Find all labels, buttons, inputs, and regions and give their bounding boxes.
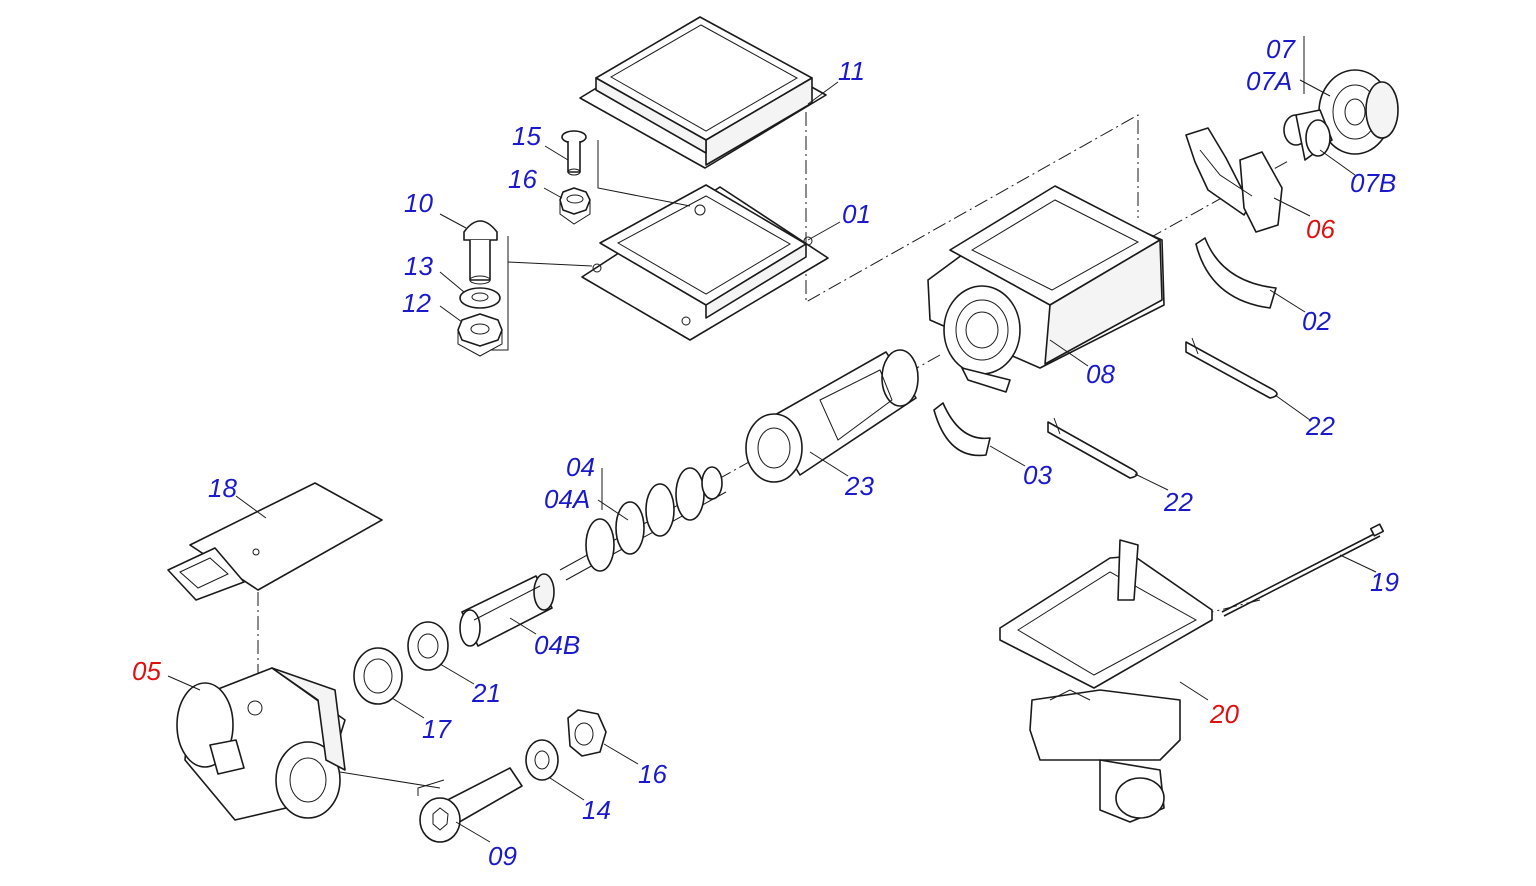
label-14: 14	[582, 795, 611, 825]
part-16-nut-top	[559, 187, 591, 225]
part-22-pin-upper	[1185, 337, 1278, 399]
label-20: 20	[1209, 699, 1239, 729]
part-15-screw	[561, 130, 587, 176]
label-15: 15	[512, 121, 541, 151]
label-04B: 04B	[534, 630, 580, 660]
label-07A: 07A	[1246, 66, 1292, 96]
label-02: 02	[1302, 306, 1331, 336]
part-17-seal	[353, 647, 403, 705]
part-22-pin-lower	[1047, 417, 1138, 479]
part-10-bolt	[463, 220, 498, 285]
label-16-top: 16	[508, 164, 537, 194]
part-14-washer	[525, 739, 559, 781]
part-03-ring	[933, 402, 991, 457]
part-13-washer	[459, 287, 501, 309]
part-07B-bushing	[1283, 109, 1333, 161]
label-21: 21	[471, 678, 501, 708]
part-20-hopper	[999, 539, 1213, 823]
label-17: 17	[422, 714, 452, 744]
label-07B: 07B	[1350, 168, 1396, 198]
part-labels: 11 15 16 10 01 13 12 07 07A 07B 06 02 08…	[132, 34, 1399, 871]
label-19: 19	[1370, 567, 1399, 597]
label-04A: 04A	[544, 484, 590, 514]
label-04: 04	[566, 452, 595, 482]
label-22-lower: 22	[1163, 487, 1193, 517]
label-10: 10	[404, 188, 433, 218]
part-12-nut	[457, 313, 503, 357]
part-06-bracket	[1185, 127, 1283, 233]
label-09: 09	[488, 841, 517, 871]
label-13: 13	[404, 251, 433, 281]
part-19-rod	[1221, 523, 1385, 617]
label-07: 07	[1266, 34, 1296, 64]
part-07-end-cap	[1318, 69, 1399, 155]
leader-lines	[167, 36, 1377, 843]
label-12: 12	[402, 288, 431, 318]
part-04-auger	[559, 466, 727, 581]
label-05: 05	[132, 656, 161, 686]
part-01-frame	[581, 184, 829, 341]
part-11-cover	[579, 16, 827, 169]
label-23: 23	[844, 471, 874, 501]
label-22-upper: 22	[1305, 411, 1335, 441]
part-08-housing	[927, 185, 1165, 393]
part-23-sleeve	[745, 349, 919, 483]
part-02-ring	[1195, 237, 1277, 309]
part-18-plate	[167, 482, 383, 601]
part-21-washer	[407, 621, 449, 671]
part-05-body	[176, 667, 346, 821]
label-08: 08	[1086, 359, 1115, 389]
label-01: 01	[842, 199, 871, 229]
part-16-nut-lower	[567, 709, 607, 757]
label-06: 06	[1306, 214, 1335, 244]
label-11: 11	[838, 56, 865, 86]
part-09-screw	[419, 767, 523, 843]
label-16-lower: 16	[638, 759, 667, 789]
label-18: 18	[208, 473, 237, 503]
part-04B-coupling	[459, 573, 555, 647]
label-03: 03	[1023, 460, 1052, 490]
